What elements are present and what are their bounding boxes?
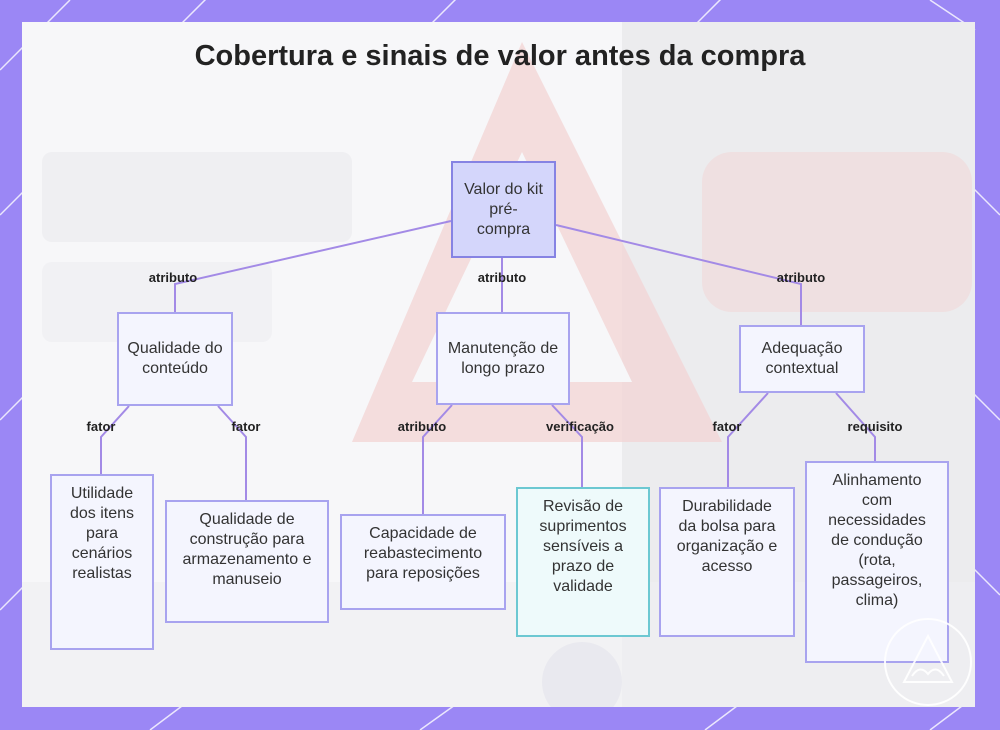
edge-root-qualidade (174, 220, 452, 312)
edge-adequacao-alinhamento (835, 392, 876, 461)
edge-label-manutencao-revisao: verificação (546, 419, 614, 434)
watermark-logo-icon (884, 618, 972, 706)
edge-qualidade-utilidade (100, 405, 130, 474)
node-manutencao-label: Manutenção de longo prazo (447, 339, 559, 377)
edge-qualidade-construcao (217, 405, 247, 500)
node-revisao[interactable]: Revisão de suprimentos sensíveis a prazo… (516, 487, 650, 637)
node-capacidade[interactable]: Capacidade de reabastecimento para repos… (340, 514, 506, 610)
node-qualidade[interactable]: Qualidade do conteúdo (117, 312, 233, 406)
node-alinhamento[interactable]: Alinhamento com necessidades de condução… (805, 461, 949, 663)
edge-root-adequacao (555, 224, 802, 325)
edge-label-adequacao-durabilidade: fator (712, 419, 742, 434)
edge-label-qualidade-construcao: fator (231, 419, 261, 434)
edge-label-root-qualidade: atributo (148, 270, 198, 285)
node-construcao[interactable]: Qualidade de construção para armazenamen… (165, 500, 329, 623)
node-alinhamento-label: Alinhamento com necessidades de condução… (828, 472, 926, 609)
node-qualidade-label: Qualidade do conteúdo (127, 340, 223, 377)
node-manutencao[interactable]: Manutenção de longo prazo (436, 312, 570, 405)
edge-manutencao-revisao (551, 404, 583, 487)
node-adequacao[interactable]: Adequação contextual (739, 325, 865, 393)
edge-label-root-adequacao: atributo (776, 270, 826, 285)
edge-label-manutencao-capacidade: atributo (397, 419, 447, 434)
node-utilidade-label: Utilidade dos itens para cenários realis… (69, 485, 135, 582)
edge-label-adequacao-alinhamento: requisito (847, 419, 903, 434)
node-durabilidade[interactable]: Durabilidade da bolsa para organização e… (659, 487, 795, 637)
node-capacidade-label: Capacidade de reabastecimento para repos… (363, 525, 483, 582)
node-durabilidade-label: Durabilidade da bolsa para organização e… (676, 498, 778, 575)
page-title: Cobertura e sinais de valor antes da com… (194, 40, 806, 72)
node-revisao-label: Revisão de suprimentos sensíveis a prazo… (539, 498, 627, 595)
node-root-label: Valor do kit pré-compra (464, 180, 543, 238)
node-utilidade[interactable]: Utilidade dos itens para cenários realis… (50, 474, 154, 650)
node-root[interactable]: Valor do kit pré-compra (451, 161, 556, 258)
edge-label-qualidade-utilidade: fator (86, 419, 116, 434)
edge-manutencao-capacidade (422, 404, 453, 514)
node-construcao-label: Qualidade de construção para armazenamen… (182, 511, 312, 588)
node-adequacao-label: Adequação contextual (761, 340, 843, 377)
edge-label-root-manutencao: atributo (477, 270, 527, 285)
edge-adequacao-durabilidade (727, 392, 769, 487)
